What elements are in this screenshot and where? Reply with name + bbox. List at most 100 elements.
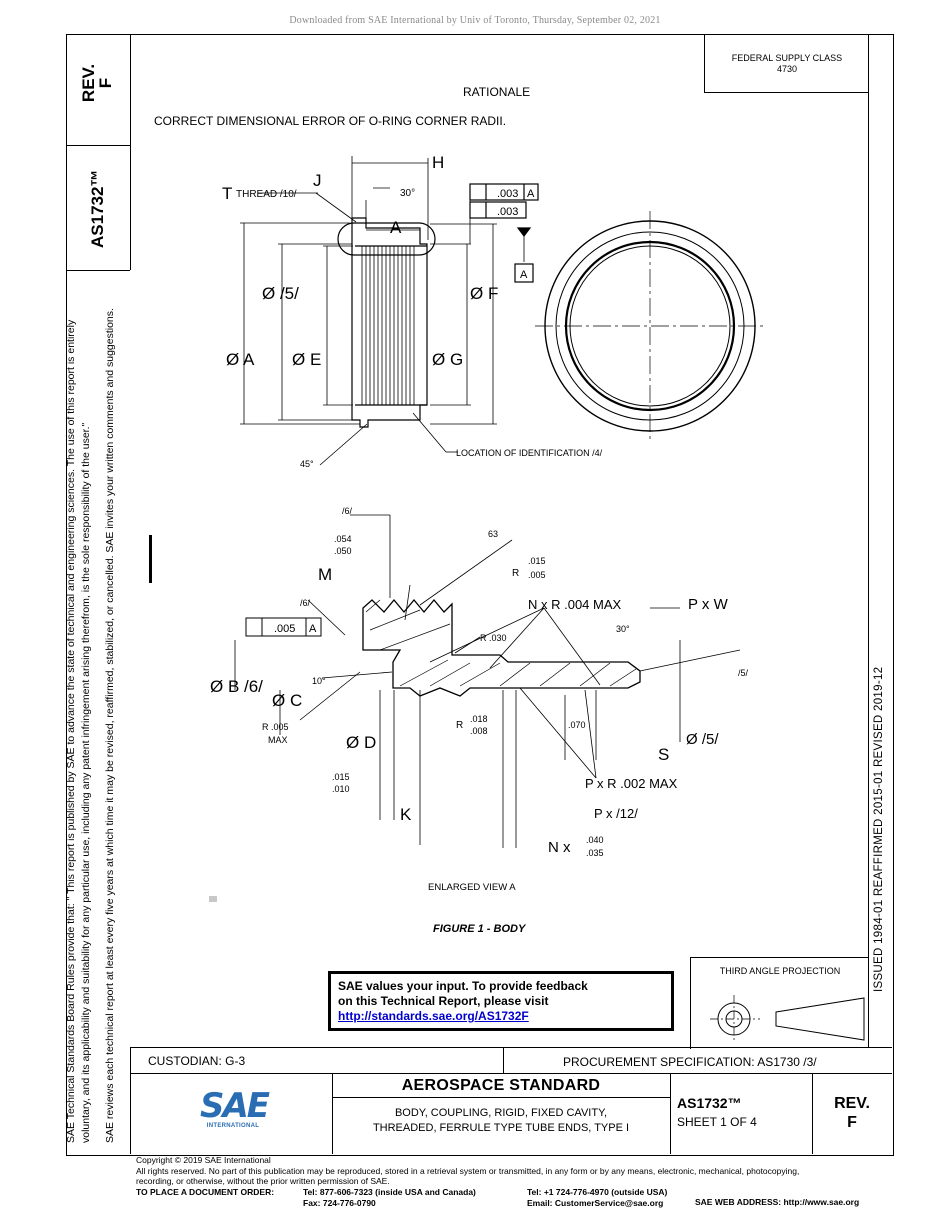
sae-logo: SAE INTERNATIONAL bbox=[200, 1086, 270, 1129]
runout005: .005 bbox=[274, 623, 295, 635]
footer-fax: Fax: 724-776-0790 bbox=[303, 1197, 376, 1208]
r005max: R .005 bbox=[262, 722, 289, 732]
title-line2: THREADED, FERRULE TYPE TUBE ENDS, TYPE I bbox=[372, 1122, 630, 1134]
label-location-id: LOCATION OF IDENTIFICATION /4/ bbox=[456, 448, 603, 458]
aerospace-standard: AEROSPACE STANDARD bbox=[401, 1077, 601, 1094]
label-diaD: Ø D bbox=[346, 733, 376, 752]
figure-caption: FIGURE 1 - BODY bbox=[433, 923, 526, 935]
sheet-divider bbox=[812, 1073, 813, 1154]
body-side-view bbox=[240, 156, 539, 466]
label-diaA: Ø A bbox=[226, 350, 255, 369]
runout-2: .003 bbox=[497, 206, 518, 218]
label-30deg-detail: 30° bbox=[616, 624, 630, 634]
rev-bottom: REV. F bbox=[812, 1094, 892, 1132]
label-diaB: Ø B /6/ bbox=[210, 677, 263, 696]
footer-order-label: TO PLACE A DOCUMENT ORDER: bbox=[136, 1187, 275, 1197]
label-diaE: Ø E bbox=[292, 350, 321, 369]
order-label: TO PLACE A DOCUMENT ORDER: bbox=[136, 1187, 274, 1198]
sae-logo-mark: SAE bbox=[200, 1086, 270, 1126]
r005: .005 bbox=[528, 570, 546, 580]
footer-email[interactable]: Email: CustomerService@sae.org bbox=[527, 1197, 664, 1208]
body-end-view bbox=[535, 211, 765, 441]
runout-1-ref: A bbox=[527, 188, 535, 200]
change-bar bbox=[149, 535, 152, 583]
projection-box: THIRD ANGLE PROJECTION bbox=[690, 957, 869, 1049]
docnum-box-divider bbox=[66, 270, 130, 271]
rev-box-divider bbox=[66, 145, 130, 146]
label-P-12: P x /12/ bbox=[594, 806, 638, 821]
title-divider bbox=[670, 1073, 671, 1154]
footer-tel1: Tel: 877-606-7323 (inside USA and Canada… bbox=[303, 1187, 476, 1197]
federal-supply-line1: FEDERAL SUPPLY CLASS bbox=[731, 53, 843, 63]
third-angle-projection-symbol bbox=[710, 995, 865, 1043]
label-N: N x bbox=[548, 839, 571, 856]
runout-1: .003 bbox=[497, 188, 518, 200]
label-diaF: Ø F bbox=[470, 284, 498, 303]
feedback-box: SAE values your input. To provide feedba… bbox=[328, 971, 674, 1031]
label-45deg: 45° bbox=[300, 459, 314, 469]
label-R030: R .030 bbox=[480, 633, 507, 643]
note5a: /5/ bbox=[738, 668, 749, 678]
sheet-number: SHEET 1 OF 4 bbox=[677, 1115, 757, 1129]
custodian: CUSTODIAN: G-3 bbox=[148, 1054, 246, 1068]
note6b: /6/ bbox=[300, 598, 311, 608]
feedback-line2: on this Technical Report, please visit bbox=[338, 994, 549, 1008]
custodian-divider bbox=[503, 1047, 504, 1073]
dim054: .054 bbox=[334, 534, 352, 544]
rev-bottom-label: REV. bbox=[834, 1095, 870, 1112]
feedback-line1: SAE values your input. To provide feedba… bbox=[338, 979, 588, 993]
label-10deg: 10° bbox=[312, 676, 326, 686]
rev-bottom-value: F bbox=[847, 1114, 857, 1131]
logo-divider bbox=[332, 1073, 333, 1154]
label-dia5-detail: Ø /5/ bbox=[686, 731, 719, 748]
sheet-doc-number: AS1732™ bbox=[677, 1095, 742, 1111]
label-P-R: P x R .002 MAX bbox=[585, 776, 678, 791]
r018: .018 bbox=[470, 714, 488, 724]
footer-tel2: Tel: +1 724-776-4970 (outside USA) bbox=[527, 1187, 668, 1197]
feedback-link[interactable]: http://standards.sae.org/AS1732F bbox=[338, 1009, 529, 1023]
label-K: K bbox=[400, 805, 412, 824]
runout-ref: A bbox=[309, 623, 317, 635]
title-block-left-edge bbox=[130, 1047, 131, 1154]
footer: Copyright © 2019 SAE International All r… bbox=[136, 1155, 896, 1187]
label-diaG: Ø G bbox=[432, 350, 463, 369]
rationale-text: CORRECT DIMENSIONAL ERROR OF O-RING CORN… bbox=[154, 114, 507, 128]
dim070: .070 bbox=[568, 720, 586, 730]
label-diaC: Ø C bbox=[272, 691, 302, 710]
document-title: BODY, COUPLING, RIGID, FIXED CAVITY, THR… bbox=[332, 1106, 670, 1136]
title-line1: BODY, COUPLING, RIGID, FIXED CAVITY, bbox=[394, 1107, 608, 1119]
datum-A: A bbox=[520, 269, 528, 281]
federal-supply-box: FEDERAL SUPPLY CLASS 4730 bbox=[704, 34, 869, 93]
custodian-row-bottom bbox=[130, 1073, 892, 1074]
label-enlarged-view: ENLARGED VIEW A bbox=[428, 882, 516, 893]
label-J: J bbox=[313, 171, 322, 190]
dim015: .015 bbox=[332, 772, 350, 782]
label-30deg: 30° bbox=[400, 188, 415, 199]
dim050: .050 bbox=[334, 546, 352, 556]
footer-contacts-intl: Tel: +1 724-776-4970 (outside USA) Email… bbox=[527, 1187, 667, 1208]
label-A-thread: A bbox=[390, 218, 402, 237]
procurement-spec: PROCUREMENT SPECIFICATION: AS1730 /3/ bbox=[563, 1055, 817, 1069]
footer-web[interactable]: SAE WEB ADDRESS: http://www.sae.org bbox=[695, 1197, 860, 1207]
custodian-row-top bbox=[130, 1047, 892, 1048]
scan-mark bbox=[209, 896, 217, 902]
left-column-divider bbox=[130, 34, 131, 270]
footer-rights: All rights reserved. No part of this pub… bbox=[136, 1165, 800, 1176]
label-N-R: N x R .004 MAX bbox=[528, 597, 622, 612]
label-max: MAX bbox=[268, 735, 288, 745]
label-R: R bbox=[512, 568, 519, 579]
surface-63: 63 bbox=[488, 529, 498, 539]
dim035: .035 bbox=[586, 848, 604, 858]
label-thread: THREAD /10/ bbox=[236, 189, 297, 200]
label-H: H bbox=[432, 153, 444, 172]
download-notice: Downloaded from SAE International by Uni… bbox=[289, 15, 661, 26]
label-S: S bbox=[658, 745, 669, 764]
drawing-frame bbox=[66, 34, 894, 1156]
label-T: T bbox=[222, 184, 232, 203]
label-P-W: P x W bbox=[688, 596, 729, 613]
sae-logo-sub: INTERNATIONAL bbox=[206, 1123, 260, 1129]
r015: .015 bbox=[528, 556, 546, 566]
footer-contacts-usa: Tel: 877-606-7323 (inside USA and Canada… bbox=[303, 1187, 476, 1208]
footer-rights2: recording, or otherwise, without the pri… bbox=[136, 1176, 390, 1186]
